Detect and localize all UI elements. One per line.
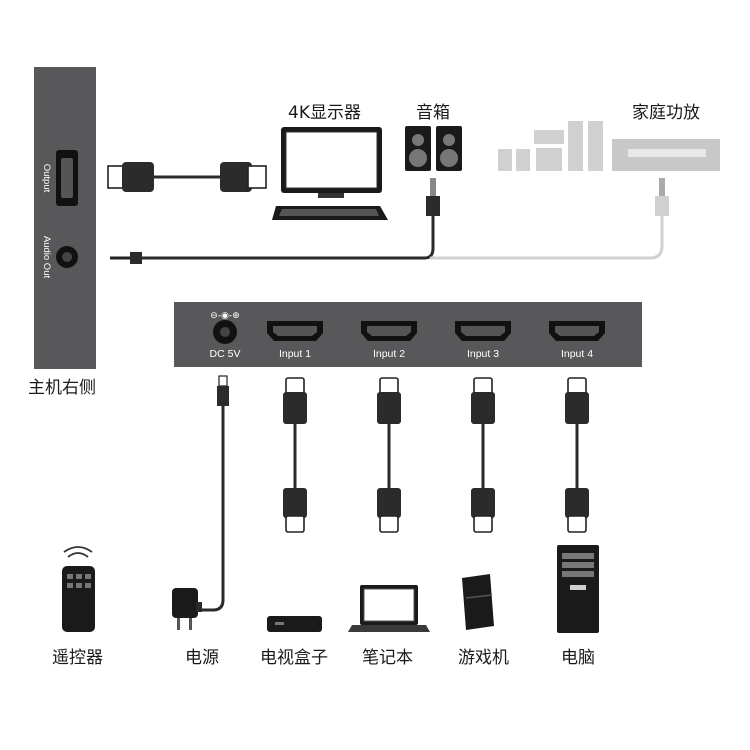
input-label-4: Input 4 <box>561 348 593 360</box>
input-ports: Input 1 Input 2 Input 3 Input 4 <box>267 321 605 360</box>
speaker-icon <box>405 126 462 171</box>
home-theater-caption: 家庭功放 <box>632 103 700 123</box>
pc-caption: 电脑 <box>561 648 595 668</box>
home-theater-icon <box>498 121 720 171</box>
pc-tower-icon <box>557 545 599 633</box>
audio-out-label: Audio Out <box>41 236 52 279</box>
side-panel: Output Audio Out <box>34 67 96 369</box>
hdmi-output-cable <box>107 162 267 192</box>
console-caption: 游戏机 <box>458 648 509 668</box>
game-console-icon <box>462 574 494 630</box>
display-caption: 4K显示器 <box>288 103 361 123</box>
output-label: Output <box>41 164 52 193</box>
speaker-caption: 音箱 <box>416 103 450 123</box>
input-cables <box>283 377 589 533</box>
input-label-1: Input 1 <box>279 348 311 360</box>
remote-caption: 遥控器 <box>52 648 103 668</box>
hdmi-input-cable-1 <box>283 377 307 533</box>
hdmi-input-cable-2 <box>377 377 401 533</box>
power-caption: 电源 <box>185 648 219 668</box>
monitor-icon <box>272 127 388 220</box>
input-label-2: Input 2 <box>373 348 405 360</box>
audio-cable <box>110 178 669 264</box>
output-hdmi-port <box>56 150 78 206</box>
side-panel-body <box>34 67 96 369</box>
main-panel: ⊖-◉-⊕ DC 5V Input 1 Input 2 Input 3 Input 4 <box>174 302 642 367</box>
remote-icon <box>62 546 95 632</box>
tv-box-caption: 电视盒子 <box>260 648 328 668</box>
dc-jack <box>213 320 237 344</box>
hdmi-input-cable-4 <box>565 377 589 533</box>
laptop-caption: 笔记本 <box>362 648 413 668</box>
audio-out-jack <box>56 246 78 268</box>
hdmi-input-cable-3 <box>471 377 495 533</box>
power-cable <box>200 375 229 612</box>
input-label-3: Input 3 <box>467 348 499 360</box>
hdmi-input-port-1 <box>267 321 323 341</box>
hdmi-input-port-3 <box>455 321 511 341</box>
hdmi-input-port-2 <box>361 321 417 341</box>
laptop-icon <box>348 585 430 632</box>
side-view-caption: 主机右侧 <box>28 378 96 398</box>
dc-label: DC 5V <box>210 348 241 360</box>
tv-box-icon <box>267 616 322 632</box>
dc-polarity-symbol: ⊖-◉-⊕ <box>210 311 239 321</box>
hdmi-input-port-4 <box>549 321 605 341</box>
power-adapter-icon <box>172 588 202 630</box>
